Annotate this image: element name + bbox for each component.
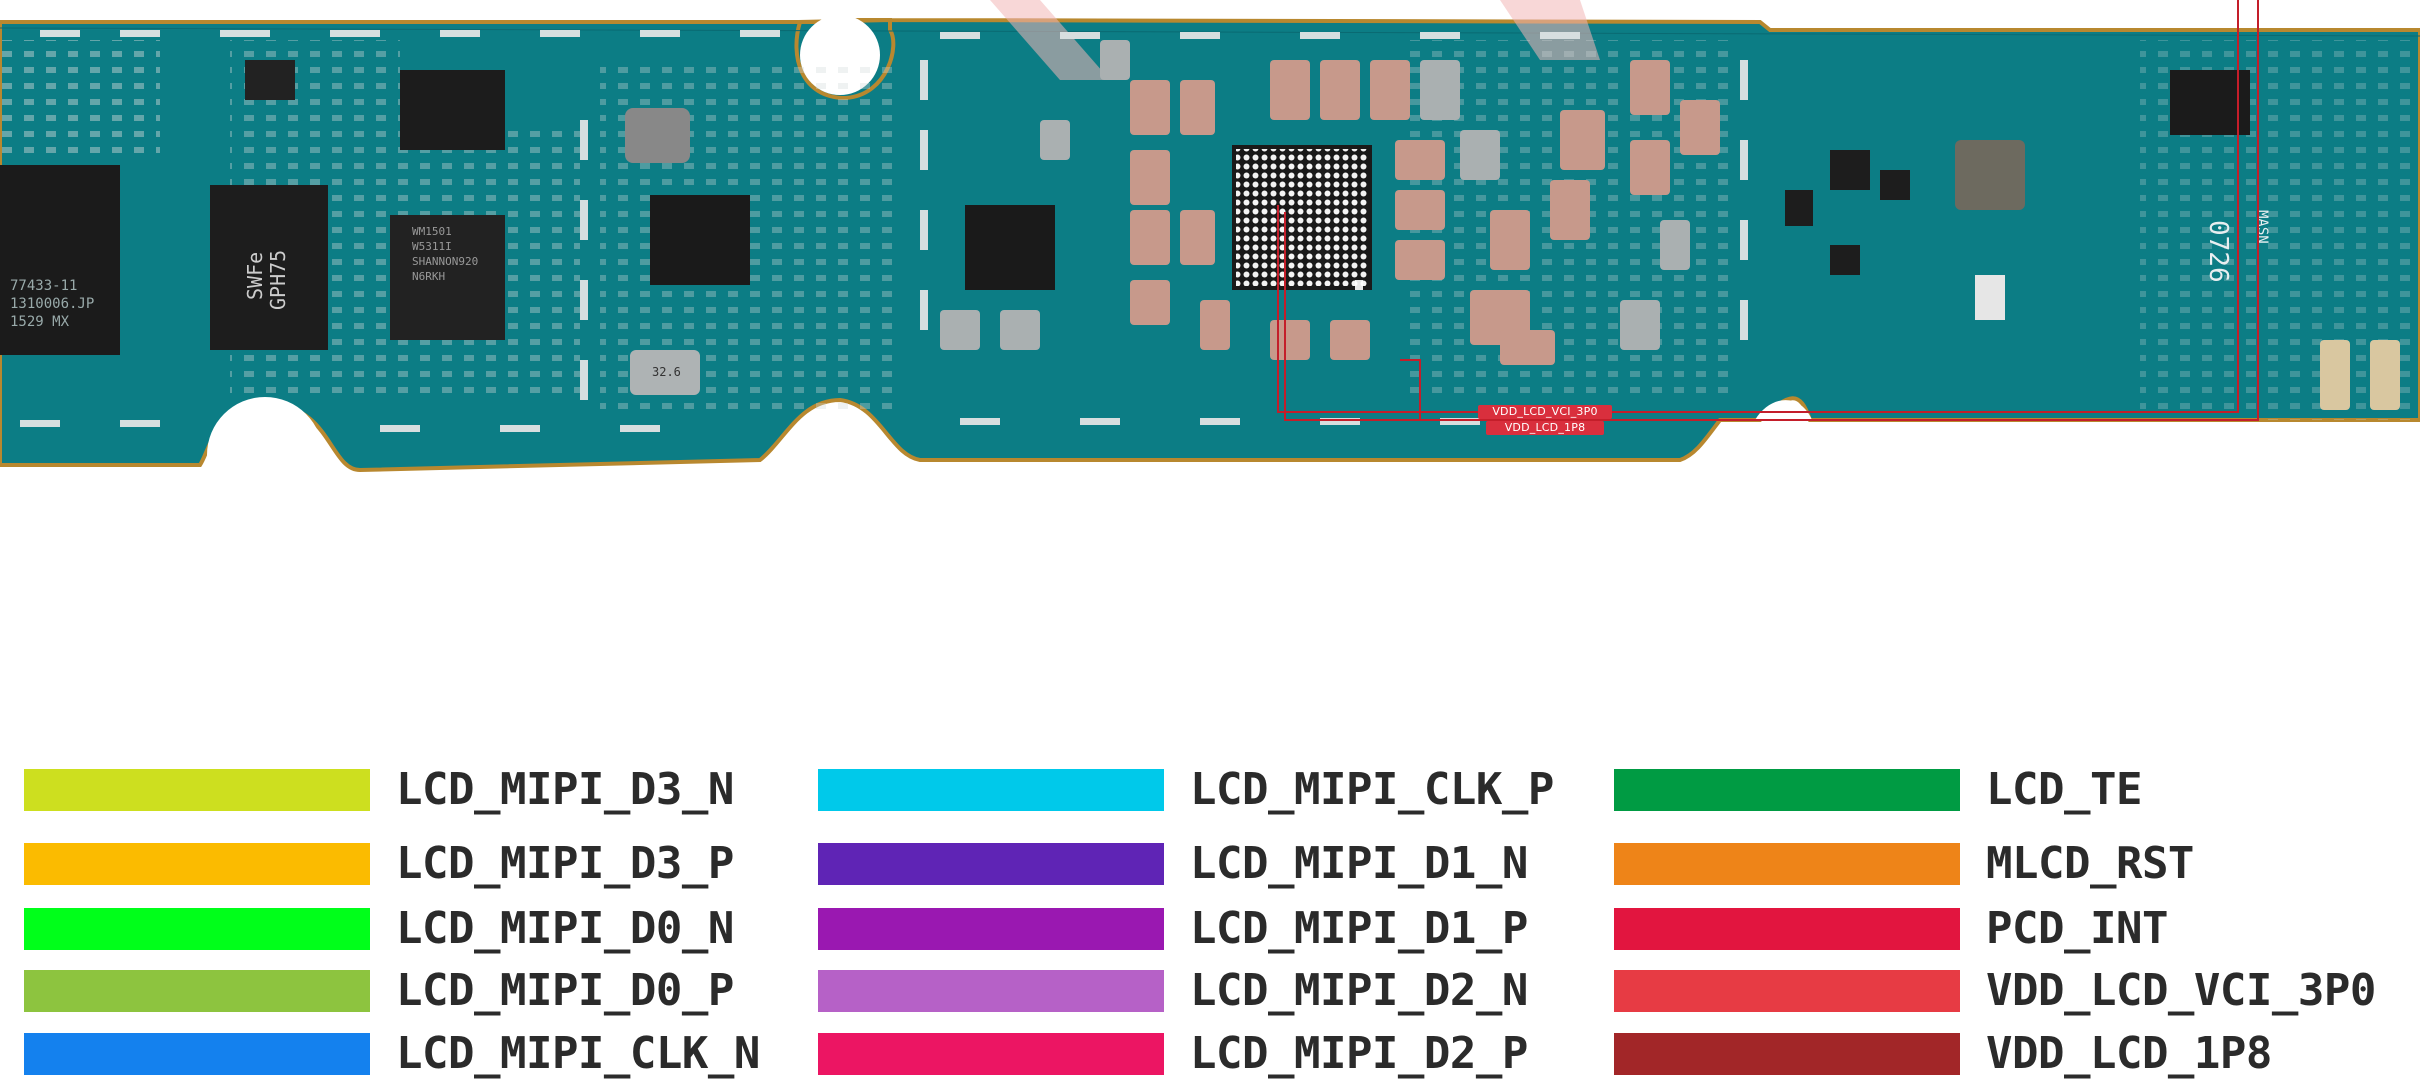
ic-small: [1830, 245, 1860, 275]
ic-small: [245, 60, 295, 100]
ic-small: [1785, 190, 1813, 226]
chip-text: N6RKH: [412, 270, 445, 283]
chip-text: 1529 MX: [10, 314, 70, 330]
net-label-vdd-lcd-1p8: VDD_LCD_1P8: [1486, 421, 1604, 435]
legend-label: LCD_MIPI_D1_N: [1190, 838, 1528, 889]
crystal-text: 32.6: [652, 365, 681, 379]
ic-small: [1880, 170, 1910, 200]
color-swatch: [24, 843, 370, 885]
inductor: [625, 108, 690, 163]
test-pad: [1975, 275, 2005, 320]
chip-text: SHANNON920: [412, 255, 478, 268]
chip-text: SWFe: [243, 252, 267, 300]
color-swatch: [1614, 1033, 1960, 1075]
ic-small: [1830, 150, 1870, 190]
legend-label: LCD_MIPI_D3_P: [396, 838, 734, 889]
pad-markers: [1355, 280, 1363, 290]
highlight-trace-box: [1277, 0, 2259, 421]
legend-label: VDD_LCD_1P8: [1986, 1028, 2272, 1079]
net-label-vdd-lcd-vci-3p0: VDD_LCD_VCI_3P0: [1478, 405, 1612, 419]
color-swatch: [1614, 970, 1960, 1012]
color-swatch: [1614, 769, 1960, 811]
legend-label: LCD_MIPI_D0_N: [396, 903, 734, 954]
legend-label: LCD_MIPI_D3_N: [396, 764, 734, 815]
ic-square: [650, 195, 750, 285]
legend-label: LCD_MIPI_D1_P: [1190, 903, 1528, 954]
pcb-board-photo: 77433-11 1310006.JP 1529 MX SWFe GPH75 W…: [0, 0, 2420, 480]
color-swatch: [1614, 908, 1960, 950]
mounting-notch-bottom: [207, 397, 323, 480]
legend-label: LCD_TE: [1986, 764, 2142, 815]
legend-label: LCD_MIPI_D2_N: [1190, 965, 1528, 1016]
ic-shannon: WM1501 W5311I SHANNON920 N6RKH: [390, 215, 505, 340]
side-code-text: MASN: [2254, 210, 2270, 244]
legend-label: VDD_LCD_VCI_3P0: [1986, 965, 2376, 1016]
color-swatch: [24, 908, 370, 950]
color-swatch: [1614, 843, 1960, 885]
color-swatch: [818, 970, 1164, 1012]
legend-label: LCD_MIPI_CLK_P: [1190, 764, 1554, 815]
grey-caps: [940, 40, 1690, 350]
color-swatch: [818, 908, 1164, 950]
edge-silkscreen: [20, 30, 1748, 432]
color-swatch: [24, 769, 370, 811]
flex-connector: [1955, 140, 2025, 210]
legend-label: LCD_MIPI_D0_P: [396, 965, 734, 1016]
watermark-shape: [990, 0, 1600, 80]
connector-pins: [2370, 340, 2400, 410]
legend-label: MLCD_RST: [1986, 838, 2194, 889]
legend-label: LCD_MIPI_D2_P: [1190, 1028, 1528, 1079]
ic-gph75: SWFe GPH75: [210, 185, 328, 350]
color-swatch: [24, 970, 370, 1012]
connector-pins: [2320, 340, 2350, 410]
chip-text: WM1501: [412, 225, 452, 238]
color-swatch: [818, 1033, 1164, 1075]
legend-label: LCD_MIPI_CLK_N: [396, 1028, 760, 1079]
legend-label: PCD_INT: [1986, 903, 2168, 954]
crystal: [630, 350, 700, 395]
mounting-notch-bottom-2: [795, 405, 875, 480]
chip-text: 1310006.JP: [10, 296, 94, 312]
passives: [1130, 60, 1720, 365]
chip-text: 77433-11: [10, 278, 77, 294]
ic-square-small: [400, 70, 505, 150]
ic-square: [965, 205, 1055, 290]
ic-left-large: 77433-11 1310006.JP 1529 MX: [0, 165, 120, 355]
chip-text: W5311I: [412, 240, 452, 253]
board-code-text: 0726: [2203, 220, 2233, 283]
pmic-bga: [1232, 145, 1372, 290]
color-swatch: [24, 1033, 370, 1075]
mounting-notch-bottom-3: [1755, 400, 1812, 420]
color-swatch: [818, 843, 1164, 885]
ic-square-right: [2170, 70, 2250, 135]
smd-cluster: [0, 40, 160, 160]
color-swatch: [818, 769, 1164, 811]
chip-text: GPH75: [266, 250, 290, 310]
